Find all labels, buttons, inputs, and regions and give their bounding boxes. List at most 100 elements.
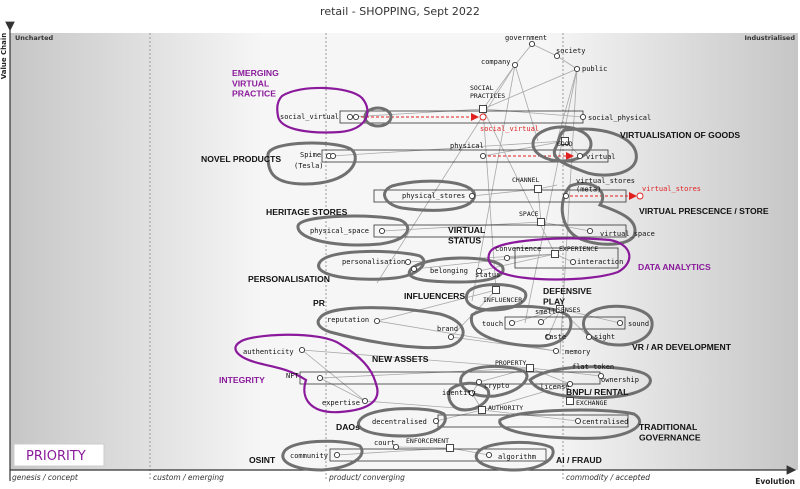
- reputation-label: reputation: [327, 316, 369, 324]
- license-node: [566, 380, 574, 388]
- good-label: GOOD: [557, 140, 573, 148]
- senses-label: SENSES: [557, 306, 581, 314]
- spime-node-2: [329, 152, 337, 160]
- convenience-node: [503, 254, 511, 262]
- sound-node: [616, 319, 624, 327]
- enforcement-label: ENFORCEMENT: [406, 437, 449, 445]
- good-node: [561, 137, 569, 145]
- centralised-label: centralised: [582, 418, 628, 426]
- authority-label: AUTHORITY: [488, 404, 523, 412]
- x-axis-label: Evolution: [755, 477, 795, 486]
- social-practices-node: [479, 105, 487, 113]
- physical-space-label: physical_space: [310, 227, 369, 235]
- ownership-outline: [528, 365, 652, 400]
- social-virtual-inner-outline: [363, 106, 393, 128]
- public-node: [573, 65, 581, 73]
- enforcement-node: [446, 444, 454, 452]
- taste-node: [544, 333, 552, 341]
- daos-label: DAOs: [336, 422, 360, 432]
- virtual-stores-outline: [560, 181, 637, 246]
- crypto-label: crypto: [484, 382, 509, 390]
- social-virtual-node: [346, 113, 354, 121]
- influencer-node: [492, 286, 500, 294]
- memory-label: memory: [565, 348, 590, 356]
- y-axis-label: Value Chain: [0, 33, 8, 80]
- society-node: [553, 52, 561, 60]
- government-node: [528, 40, 536, 48]
- ownership-node: [597, 372, 605, 380]
- flat-token-label: flat token: [572, 363, 614, 371]
- community-node: [333, 451, 341, 459]
- community-label: community: [290, 452, 328, 460]
- interaction-node: [569, 258, 577, 266]
- tesla-label: (Tesla): [294, 162, 324, 170]
- social-virtual-node-2: [352, 113, 360, 121]
- pr-outline: [316, 306, 465, 350]
- stage-dividers: [149, 33, 564, 480]
- physical-space-node: [378, 227, 386, 235]
- court-label: court: [374, 439, 395, 447]
- virtual-stores-future-node: [636, 192, 644, 200]
- brand-label: brand: [437, 325, 458, 333]
- influencers-label: INFLUENCERS: [404, 291, 465, 301]
- component-labels: government society company public SOCIAL…: [243, 34, 701, 461]
- court-node: [392, 443, 400, 451]
- map-background: [10, 33, 798, 470]
- virtual-label: virtual: [586, 153, 616, 161]
- virtualisation-of-goods-label: VIRTUALISATION OF GOODS: [620, 130, 740, 140]
- influencer-outline: [464, 283, 528, 312]
- belonging-node: [410, 265, 418, 273]
- ai-fraud-label: AI / FRAUD: [556, 455, 602, 465]
- virtual-stores-future-label: virtual_stores: [642, 185, 701, 193]
- centralised-node: [574, 417, 582, 425]
- dependency-links: [301, 43, 621, 456]
- spime-outline: [266, 141, 357, 186]
- belonging-status-outline: [407, 256, 505, 284]
- smell-node: [537, 318, 545, 326]
- data-analytics-label: DATA ANALYTICS: [638, 262, 711, 272]
- physical-space-outline: [296, 214, 410, 247]
- personalisation-annotation: PERSONALISATION: [248, 274, 330, 284]
- ownership-label: ownership: [601, 376, 639, 384]
- component-nodes: [298, 40, 644, 459]
- personalisation-node: [404, 258, 412, 266]
- expertise-label: expertise: [322, 399, 360, 407]
- algorithm-label: algorithm: [498, 453, 536, 461]
- authority-node: [478, 406, 486, 414]
- experience-label: EXPERIENCE: [559, 245, 598, 253]
- authenticity-node: [298, 346, 306, 354]
- sight-node: [585, 333, 593, 341]
- physical-stores-node: [468, 192, 476, 200]
- property-label: PROPERTY: [495, 359, 526, 367]
- status-node: [475, 267, 483, 275]
- company-label: company: [481, 58, 511, 66]
- centralised-outline: [498, 408, 642, 440]
- property-node: [526, 364, 534, 372]
- decentralised-label: decentralised: [372, 418, 427, 426]
- authenticity-label: authenticity: [243, 348, 294, 356]
- nft-label: NFT: [286, 372, 299, 380]
- vr-ar-label: VR / AR DEVELOPMENT: [632, 342, 732, 352]
- virtual-stores-meta-label: virtual_stores(meta): [576, 177, 635, 193]
- virtual-space-label: virtual_space: [600, 230, 655, 238]
- touch-label: touch: [482, 320, 503, 328]
- industrialised-label: Industrialised: [744, 34, 795, 42]
- society-label: society: [556, 47, 586, 55]
- interaction-label: interaction: [577, 258, 623, 266]
- sound-label: sound: [628, 320, 649, 328]
- priority-box: [13, 443, 105, 467]
- channel-node: [534, 185, 542, 193]
- crypto-outline: [459, 364, 529, 398]
- integrity-label: INTEGRITY: [219, 375, 265, 385]
- physical-node: [479, 152, 487, 160]
- physical-label: physical: [450, 142, 484, 150]
- memory-node: [552, 347, 560, 355]
- spime-label: Spime: [300, 151, 321, 159]
- novel-products-label: NOVEL PRODUCTS: [201, 154, 281, 164]
- virtual-outline: [552, 127, 638, 177]
- experience-node: [551, 250, 559, 258]
